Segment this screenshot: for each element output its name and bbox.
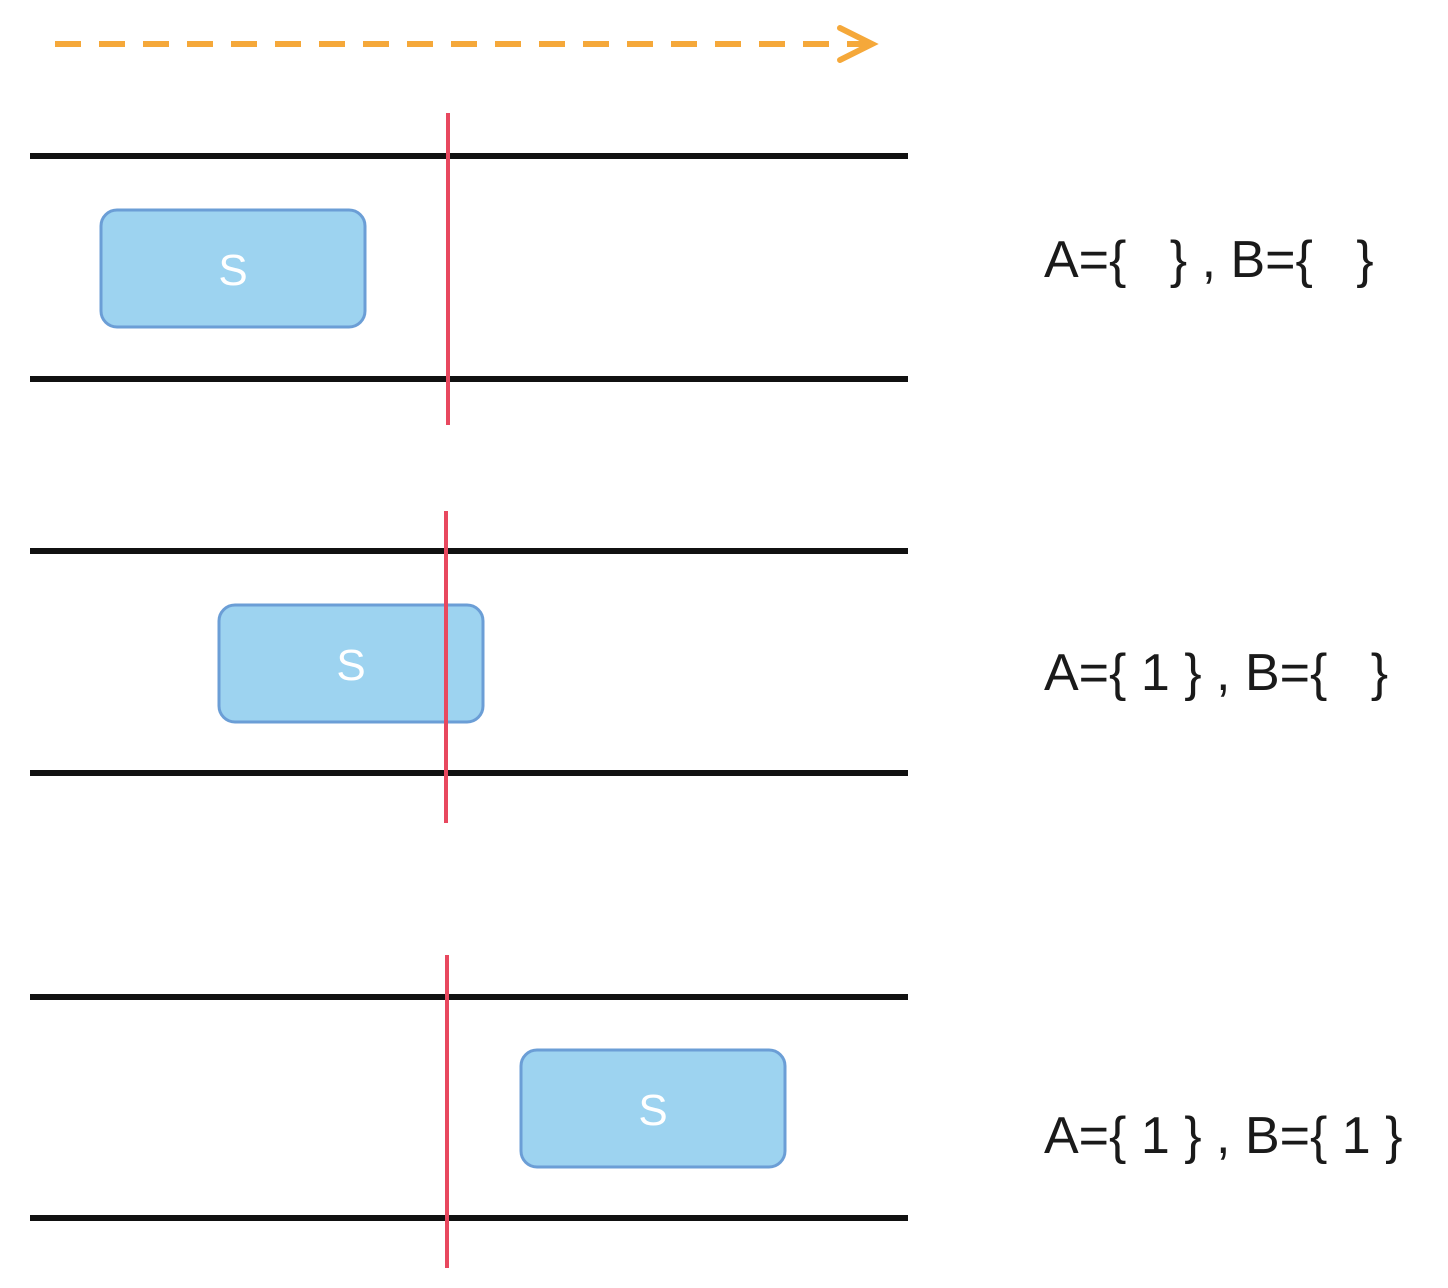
vehicle-label: S bbox=[638, 1086, 667, 1135]
vehicle-label: S bbox=[336, 641, 365, 690]
vehicle-box bbox=[217, 603, 485, 724]
state-label-panel-2: A={ 1 } , B={ } bbox=[1044, 644, 1389, 702]
state-label-panel-3: A={ 1 } , B={ 1 } bbox=[1044, 1107, 1403, 1165]
panel-2: S bbox=[30, 511, 908, 823]
vehicle: S bbox=[217, 603, 485, 724]
dashed-right-arrow-icon bbox=[55, 25, 879, 63]
state-label-panel-1: A={ } , B={ } bbox=[1044, 231, 1374, 289]
vehicle: S bbox=[519, 1048, 787, 1169]
vehicle: S bbox=[99, 208, 367, 329]
vehicle-box bbox=[519, 1048, 787, 1169]
vehicle-label: S bbox=[218, 246, 247, 295]
vehicle-box bbox=[99, 208, 367, 329]
panel-3: S bbox=[30, 955, 908, 1268]
panel-1: S bbox=[30, 113, 908, 425]
direction-arrow-head bbox=[837, 25, 879, 63]
